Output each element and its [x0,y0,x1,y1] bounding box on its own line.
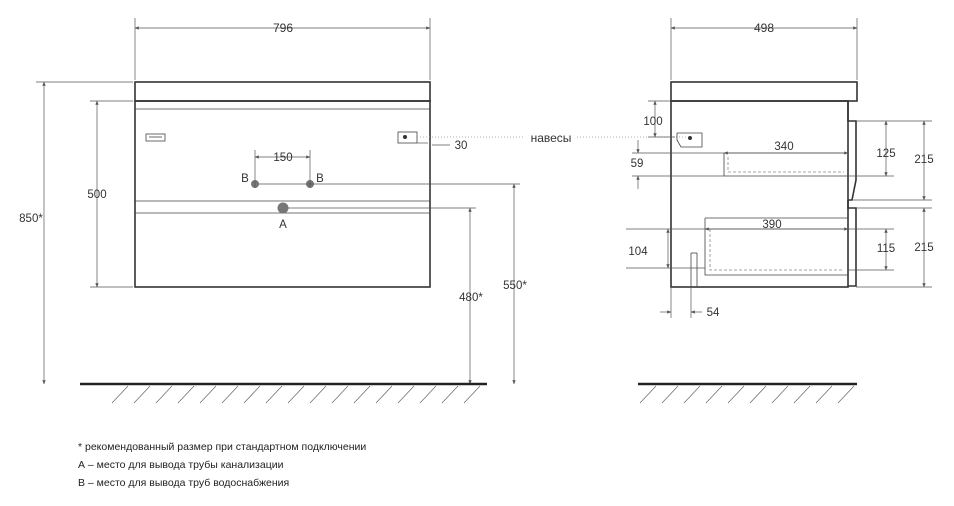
lower-front-label: 215 [914,242,933,254]
rear-offset-label: 54 [707,307,720,319]
floor-hatch-line [133,385,151,404]
front-labels: 796 850* 500 150 B B A 30 480* 550* наве… [19,21,571,304]
drain-outlet [277,202,289,214]
side-labels: 498 100 340 59 125 215 390 104 115 215 5… [628,21,933,319]
note-recommended: * рекомендованный размер при стандартном… [78,441,367,453]
note-water: В – место для вывода труб водоснабжения [78,477,290,489]
floor-hatch-line [155,385,173,404]
front-countertop [134,81,431,102]
front-floor [80,382,487,404]
hanger-left [145,133,166,142]
floor-hatch-line [727,385,745,404]
floor-hatch-line [331,385,349,404]
floor-hatch-line [683,385,701,404]
floor-hatch-line [199,385,217,404]
front-cabinet-body [134,100,431,288]
floor-hatch-line [177,385,195,404]
lower-inner-label: 115 [877,243,895,255]
overall-height-label: 850* [19,213,43,225]
upper-drawer-front [847,101,857,201]
floor-hatch-line [419,385,437,404]
floor-hatch-line [793,385,811,404]
floor-hatch-line [705,385,723,404]
water-label-right: B [316,173,324,185]
floor-hatch-line [265,385,283,404]
drain-label: A [279,219,287,231]
legend-notes: * рекомендованный размер при стандартном… [78,438,366,492]
side-floor [638,382,857,404]
side-countertop [670,81,858,102]
width-dim-label: 796 [273,21,293,35]
lower-drawer-depth-label: 390 [762,219,781,231]
floor-hatch-line [243,385,261,404]
floor-hatch-line [771,385,789,404]
hanger-offset-label: 30 [455,140,468,152]
floor-hatch-line [661,385,679,404]
floor-hatch-line [837,385,855,404]
upper-drawer-depth-label: 340 [774,141,793,153]
water-label-left: B [241,173,249,185]
floor-hatch-line [375,385,393,404]
hanger-right [397,131,418,144]
hanger-drop-label: 100 [643,116,662,128]
front-dimensions [36,18,686,385]
floor-hatch-line [221,385,239,404]
side-dimensions [626,18,932,318]
front-view [134,81,431,288]
upper-drawer-box [723,152,848,177]
side-view [670,81,858,288]
floor-hatch-line [441,385,459,404]
water-spacing-label: 150 [273,152,292,164]
drain-height-label: 480* [459,292,483,304]
floor-hatch-line [463,385,481,404]
floor-hatch-line [287,385,305,404]
floor-hatch-line [639,385,657,404]
upper-front-label: 215 [914,154,933,166]
depth-dim-label: 498 [754,21,774,35]
floor-hatch-line [815,385,833,404]
upper-inner-label: 125 [876,148,895,160]
floor-hatch-line [309,385,327,404]
lower-drawer-height-label: 104 [628,246,648,258]
side-hanger [676,132,703,148]
body-height-label: 500 [87,189,106,201]
upper-drawer-height-label: 59 [631,158,644,170]
floor-hatch-line [397,385,415,404]
lower-drawer-front [847,200,857,287]
floor-hatch-line [749,385,767,404]
side-cabinet-body [670,100,849,288]
floor-hatch-line [111,385,129,404]
note-drain: А – место для вывода трубы канализации [78,459,284,471]
floor-hatch-line [353,385,371,404]
water-height-label: 550* [503,280,527,292]
hangers-label: навесы [531,131,572,145]
